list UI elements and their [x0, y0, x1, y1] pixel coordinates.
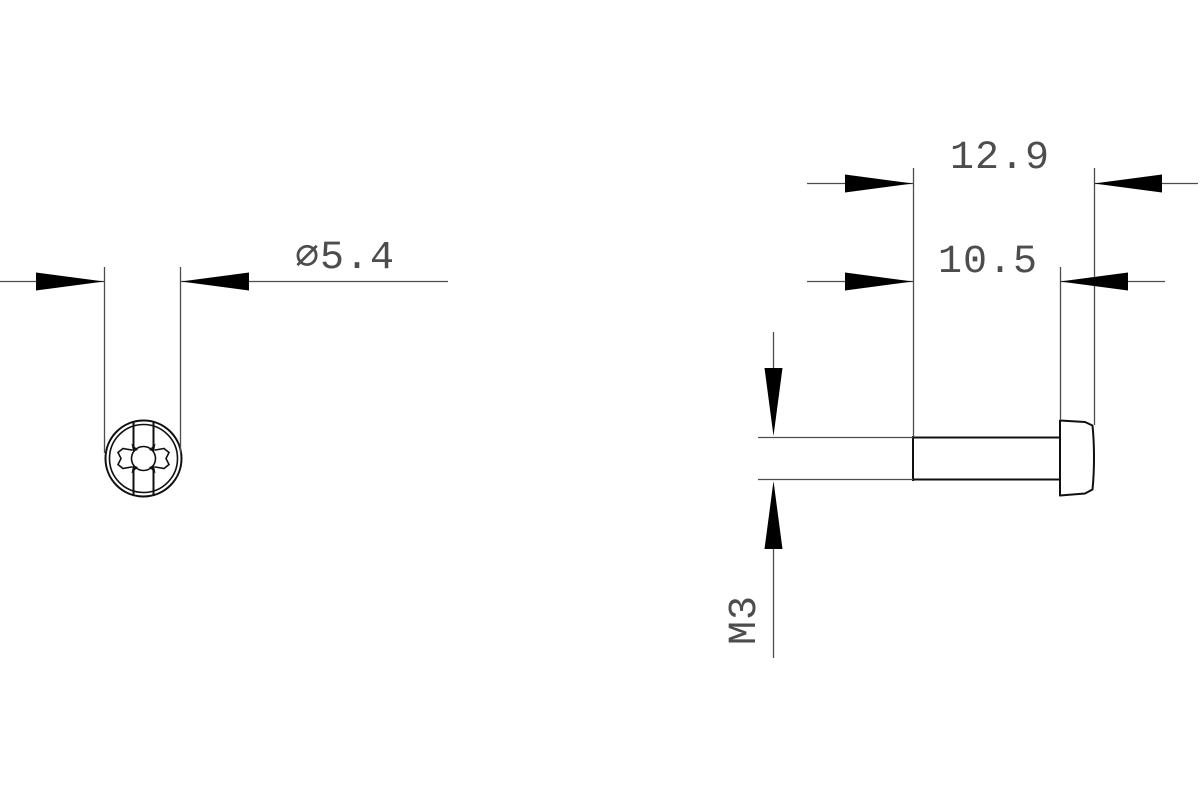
side-view-screw — [912, 419, 1095, 497]
thread-arrow-down — [764, 368, 783, 436]
recess-left-wing — [116, 447, 133, 470]
head-outer-circle — [104, 419, 183, 498]
head-diameter-arrow-right — [181, 272, 249, 291]
thread-label: M3 — [723, 595, 768, 645]
dim-head-diameter: ∅5.4 — [0, 236, 448, 453]
overall-length-arrow-left — [845, 174, 913, 193]
shank-length-arrow-left — [845, 272, 913, 291]
dim-thread: M3 — [723, 332, 913, 658]
recess-right-wing — [154, 447, 171, 470]
overall-length-label: 12.9 — [950, 136, 1050, 181]
head-side-profile — [1059, 419, 1095, 497]
dim-overall-length: 12.9 — [807, 136, 1198, 437]
dim-shank-length: 10.5 — [807, 240, 1165, 420]
thread-arrow-up — [764, 481, 783, 549]
recess-tick-top-right — [149, 443, 156, 452]
head-inner-circle — [108, 423, 179, 494]
shank-length-arrow-right — [1060, 272, 1128, 291]
head-diameter-arrow-left — [36, 272, 104, 291]
recess-tick-bottom-left — [131, 465, 138, 474]
overall-length-arrow-right — [1094, 174, 1162, 193]
shank-length-label: 10.5 — [938, 240, 1038, 285]
recess-tick-top-left — [131, 443, 138, 452]
recess-center-circle — [130, 445, 157, 472]
front-view-screw-head — [104, 419, 183, 498]
recess-tick-bottom-right — [149, 465, 156, 474]
head-diameter-label: ∅5.4 — [295, 236, 395, 281]
